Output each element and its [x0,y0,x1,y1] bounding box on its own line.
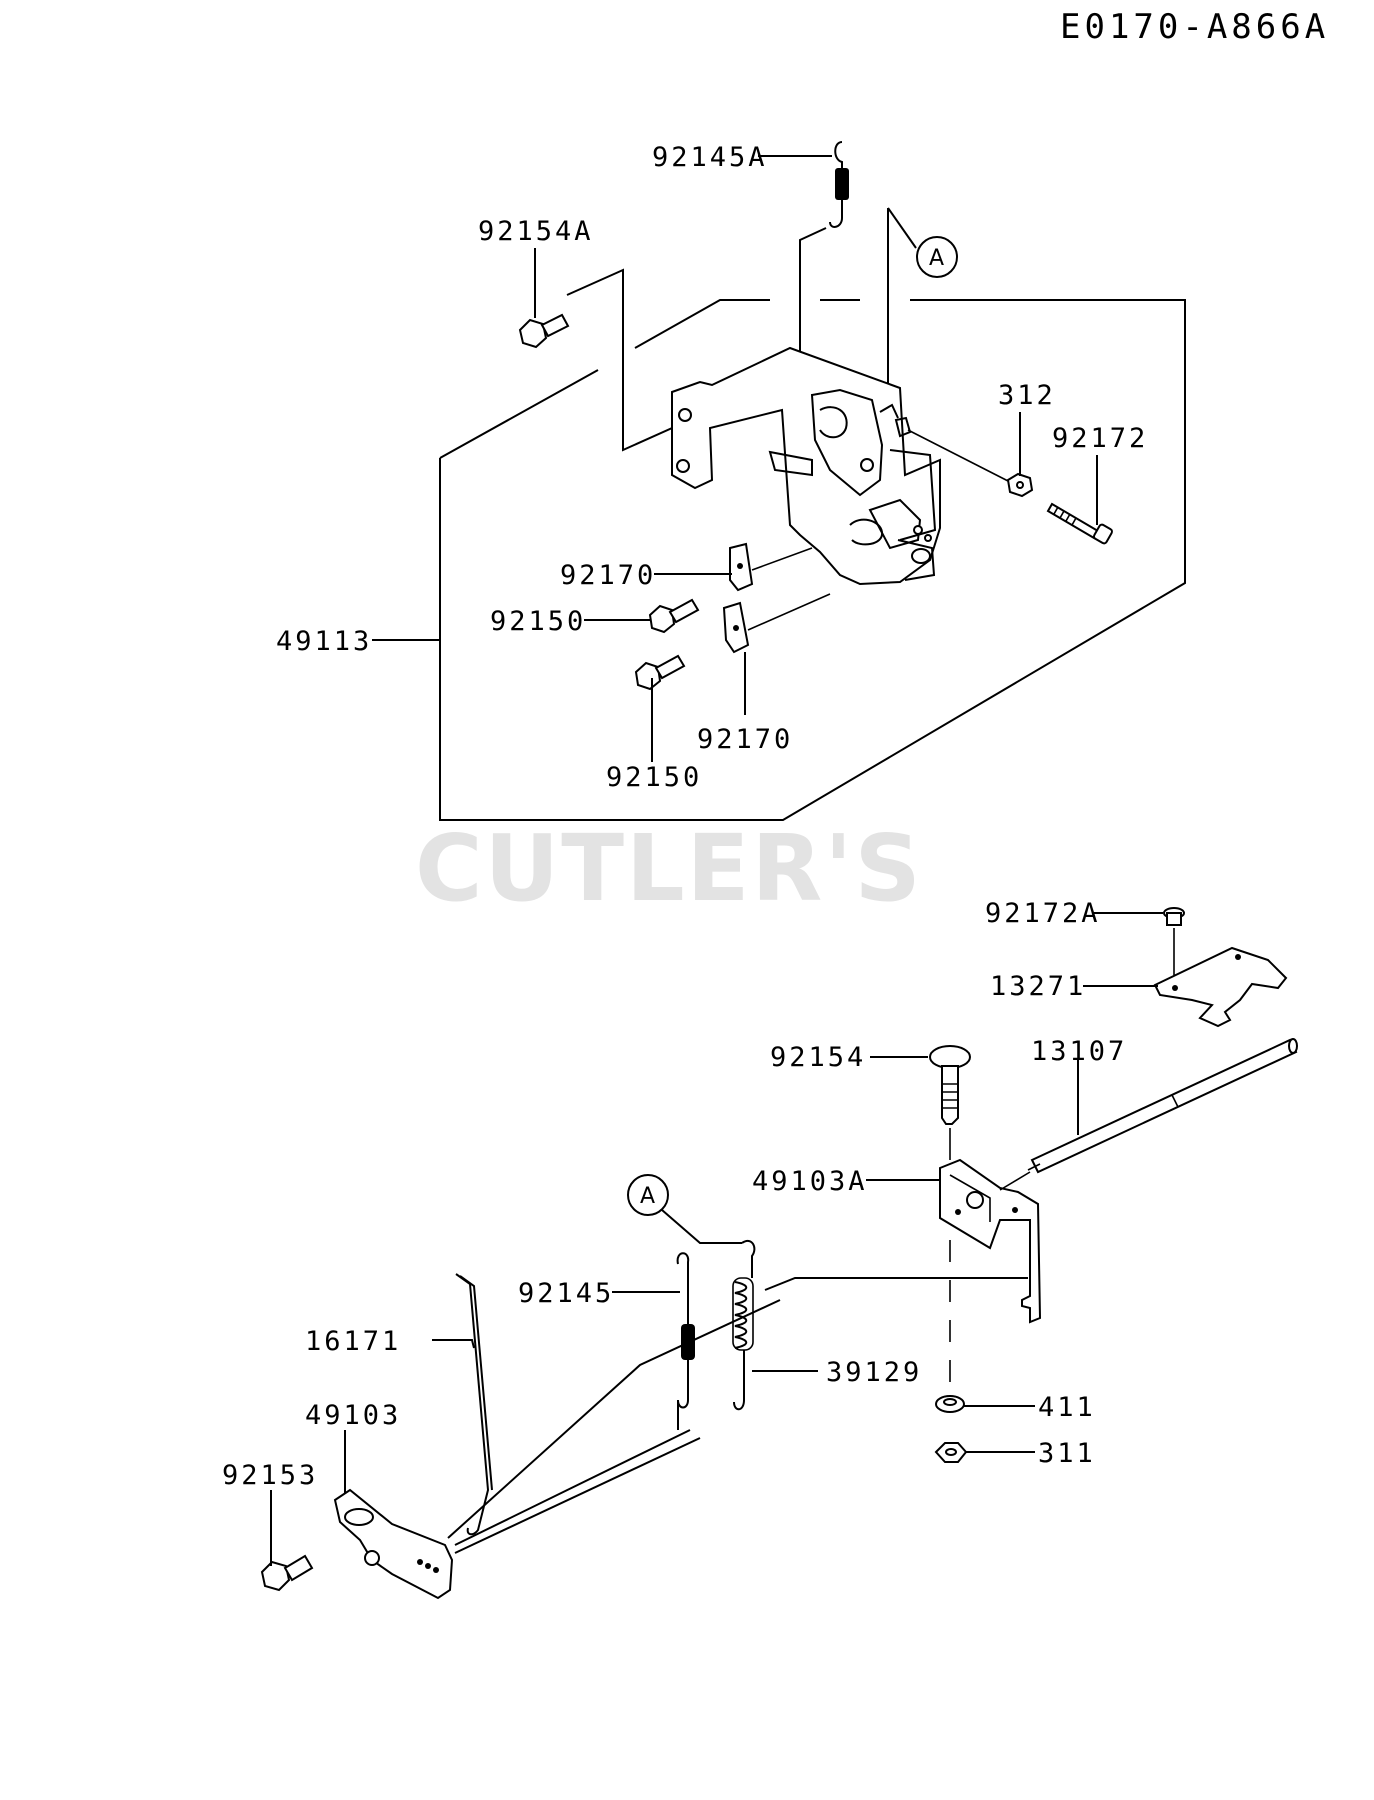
svg-text:A: A [640,1184,655,1209]
label-92170-lower: 92170 [697,724,793,755]
screw-92172A [1163,907,1185,975]
label-49103: 49103 [305,1400,401,1431]
washer-411 [935,1395,965,1413]
label-92150-upper: 92150 [490,606,586,637]
rod-16171 [455,1273,493,1536]
label-13107: 13107 [1031,1036,1127,1067]
clip-92170-lower [722,593,831,654]
bolt-92154 [929,1045,971,1160]
label-311: 311 [1038,1438,1096,1469]
spring-39129 [732,1239,756,1411]
watermark: CUTLER'S [415,815,923,922]
bolt-92150-lower [634,654,686,691]
callout-a-bottom: A [627,1174,742,1244]
svg-text:A: A [929,246,944,271]
part-labels: 92145A 92154A 312 92172 92170 92150 4911… [222,142,1148,1491]
label-92153: 92153 [222,1460,318,1491]
label-39129: 39129 [826,1357,922,1388]
nut-311 [934,1442,968,1463]
label-92150-lower: 92150 [606,762,702,793]
callout-a-top: A [887,207,958,278]
label-92170-upper: 92170 [560,560,656,591]
lever-plate-49103 [333,1488,454,1600]
nut-312 [1006,472,1034,498]
label-92145A: 92145A [652,142,768,173]
label-92154: 92154 [770,1042,866,1073]
assembly-outline [439,299,1186,821]
label-92172A: 92172A [985,898,1101,929]
top-leaders [372,155,1098,762]
bolt-92150-upper [648,598,700,634]
label-92172: 92172 [1052,423,1148,454]
label-411: 411 [1038,1392,1096,1423]
lower-linkage-assembly: A [260,907,1298,1600]
label-92154A: 92154A [478,216,594,247]
label-49113: 49113 [276,626,372,657]
shaft-13107 [1027,1038,1298,1174]
link-rod [447,1299,781,1546]
bolt-92172 [1046,502,1113,545]
clip-92170-upper [729,542,813,592]
label-13271: 13271 [990,971,1086,1002]
label-49103A: 49103A [752,1166,868,1197]
dash-line-shaft [999,1171,1031,1191]
label-16171: 16171 [305,1326,401,1357]
bolt-92154A [518,313,570,349]
plate-13271 [1153,946,1288,1028]
label-92145: 92145 [518,1278,614,1309]
control-bracket-assembly: A [439,141,1186,821]
bolt-92153 [260,1554,314,1592]
bottom-leaders [270,912,1163,1566]
spring-link-line [764,1277,1028,1291]
label-312: 312 [998,380,1056,411]
lever-bracket-49103A [939,1158,1042,1324]
diagram-code: E0170-A866A [1060,7,1329,47]
control-plate [671,346,941,586]
